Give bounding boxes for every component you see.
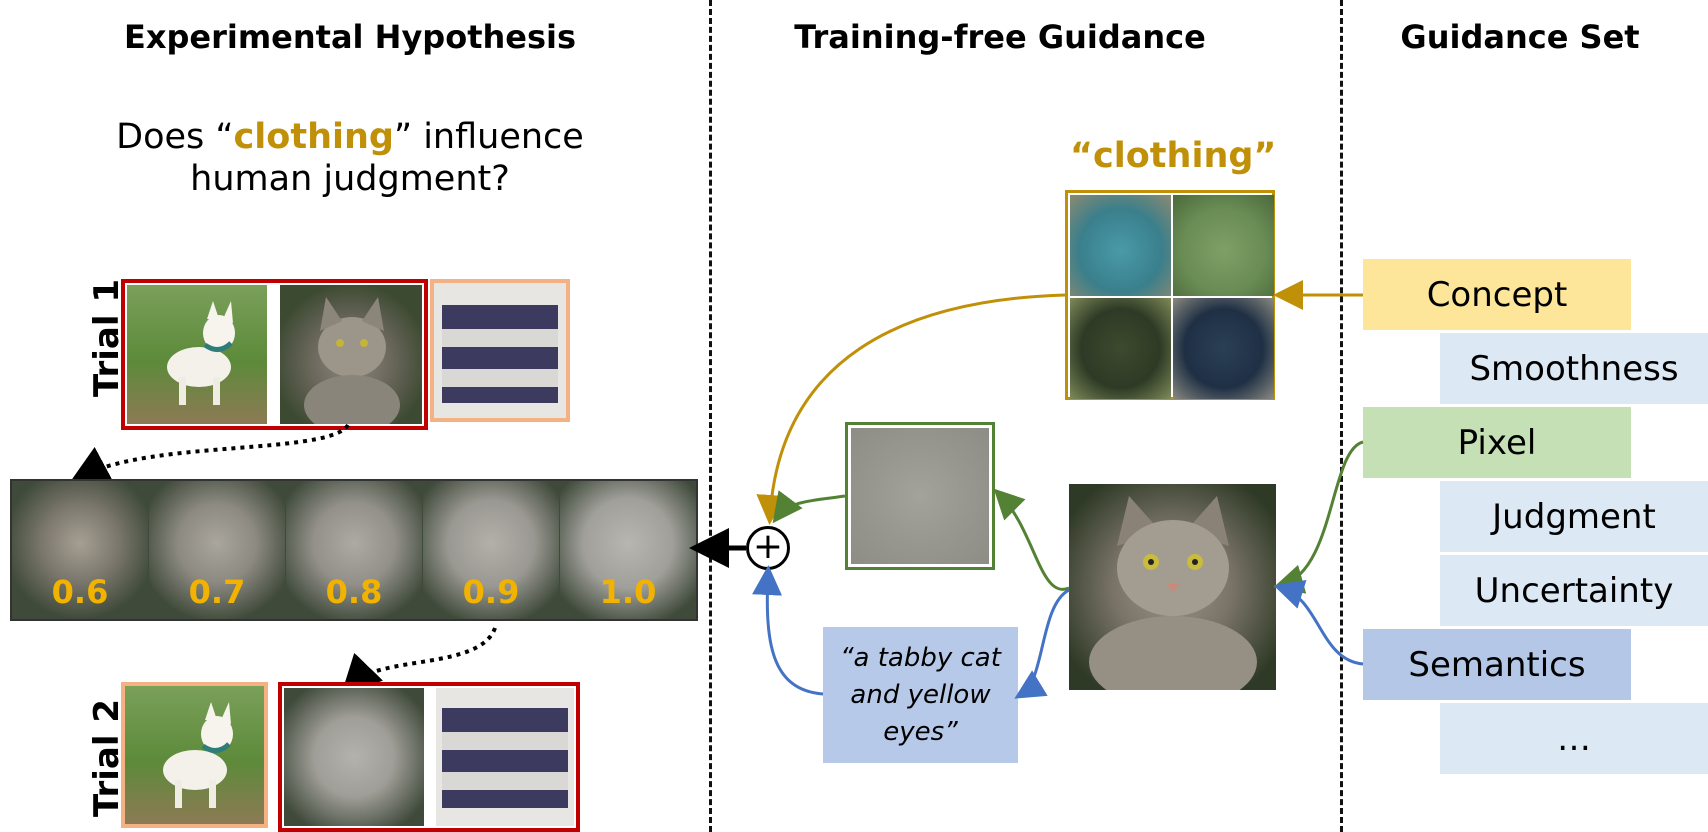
trial1-cat-image [280,285,422,424]
sweater-cat-image [284,688,424,826]
trial1-sweater-image [430,279,570,422]
clothing-poncho-teal [1070,195,1171,296]
dog-image [127,285,267,424]
clothing-top-green [1173,195,1274,296]
plus-icon: + [752,525,784,567]
guidance-concept: Concept [1363,259,1631,330]
question-part1: Does “ [116,117,234,157]
clothing-bolero-navy [1173,298,1274,399]
separator-right [1340,0,1343,832]
noisy-cat-image [851,428,989,564]
guidance-pixel: Pixel [1363,407,1631,478]
strip-frame-1 [12,481,148,619]
trial2-dog-image [121,682,268,828]
concept-label: “clothing” [1070,136,1277,176]
guidance-judgment: Judgment [1440,481,1708,552]
dotted-arrow-trial1 [68,423,350,484]
pixel-guidance-image [845,422,995,570]
guidance-uncertainty: Uncertainty [1440,555,1708,626]
arrow-grid-to-sum [756,293,1066,525]
strip-frame-2 [149,481,285,619]
interpolation-strip: 0.6 0.7 0.8 0.9 1.0 [10,479,698,621]
guidance-smoothness: Smoothness [1440,333,1708,404]
strip-frame-5 [560,481,696,619]
arrow-semantics-to-cat [1273,580,1364,666]
strip-value-5: 1.0 [599,573,657,611]
hypothesis-question: Does “clothing” influence human judgment… [80,116,620,200]
strip-value-2: 0.7 [188,573,246,611]
strip-frame-4 [423,481,559,619]
trial1-selected-pair [121,279,428,430]
arrow-noisy-to-sum [772,490,846,524]
question-highlight: clothing [233,117,394,157]
semantic-caption-box: “a tabby cat and yellow eyes” [823,627,1018,763]
arrow-caption-to-sum [752,565,824,696]
main-cat-image [1069,484,1276,690]
arrow-pixel-to-cat [1273,440,1364,594]
guidance-semantics: Semantics [1363,629,1631,700]
guidance-more: … [1440,703,1708,774]
title-guidance-set: Guidance Set [1400,18,1640,56]
arrow-cat-to-noisy [993,488,1070,591]
arrow-cat-to-caption [1014,588,1070,699]
title-experimental-hypothesis: Experimental Hypothesis [123,18,577,56]
clothing-tunic-brown [1070,298,1171,399]
question-part2: ” influence [393,117,584,157]
strip-value-4: 0.9 [462,573,520,611]
trial2-sweater-image [436,688,574,826]
strip-value-1: 0.6 [51,573,109,611]
caption-text: “a tabby cat and yellow eyes” [840,642,1001,747]
trial2-selected-pair [278,682,580,832]
clothing-image-grid [1065,190,1275,400]
title-training-free-guidance: Training-free Guidance [794,18,1206,56]
strip-frame-3 [286,481,422,619]
separator-left [709,0,712,832]
strip-value-3: 0.8 [325,573,383,611]
question-line2: human judgment? [190,159,510,199]
sum-operator: + [746,526,790,570]
